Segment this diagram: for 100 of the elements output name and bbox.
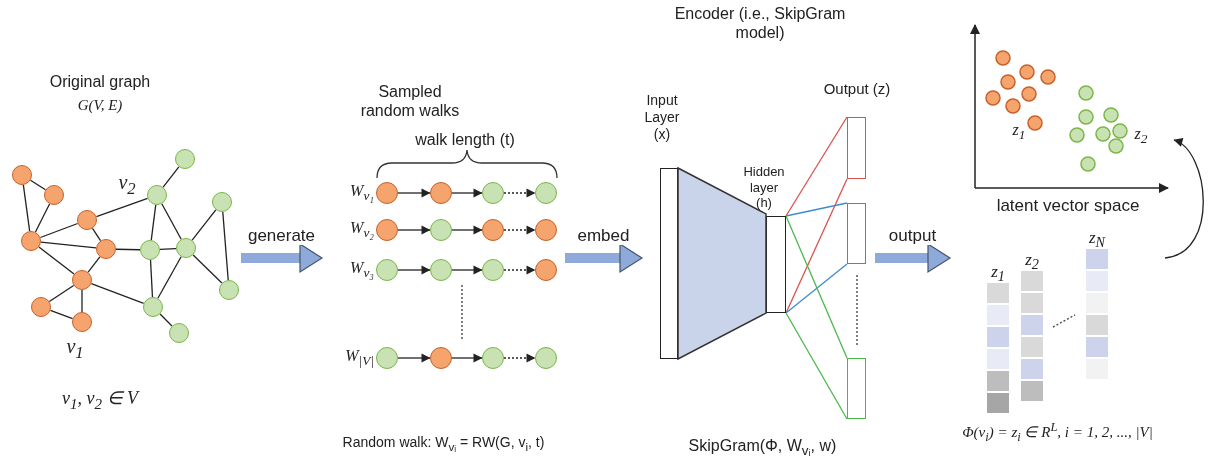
connection-line [785, 263, 848, 314]
connection-line [161, 203, 182, 240]
connection-line [785, 215, 848, 359]
vector-label: z$_{2}$ [1024, 250, 1040, 274]
output-vector [847, 203, 866, 264]
formula: v$_{1}$, v$_{2}$ ∈ V [61, 388, 141, 413]
arrow [451, 188, 483, 198]
graph-node [96, 239, 116, 259]
panel-heading: Sampled random walks [359, 82, 461, 121]
connection-line [48, 284, 75, 303]
graph-node [140, 240, 160, 260]
walk-node [482, 182, 504, 204]
walk-node [430, 347, 452, 369]
arrow [451, 353, 483, 363]
vector-label: z$_{N}$ [1087, 228, 1107, 252]
layer-label: Input Layer (x) [643, 92, 681, 143]
connection-line [157, 256, 182, 299]
connection-line [785, 312, 848, 420]
graph-node [175, 149, 195, 169]
connection-line [22, 184, 31, 232]
row-label: W$_{|V|}$ [344, 346, 374, 370]
output-vector [847, 117, 866, 179]
walk-node [376, 259, 398, 281]
connection-line [785, 202, 848, 217]
graph-node [72, 312, 92, 332]
walk-node [430, 219, 452, 241]
connection-line [40, 241, 97, 249]
connection-line [150, 204, 157, 241]
connection-line [38, 246, 75, 275]
connection-line [222, 211, 229, 281]
walk-node [482, 259, 504, 281]
connection-line [95, 197, 149, 218]
connection-line [191, 209, 217, 241]
graph-node [21, 231, 41, 251]
graph-node [176, 238, 196, 258]
arrow [397, 353, 431, 363]
connection-line [149, 259, 154, 298]
walk-node [376, 347, 398, 369]
connection-line [192, 254, 223, 284]
graph-node [44, 185, 64, 205]
row-label: W$_{v₃}$ [349, 258, 374, 282]
walk-node [535, 347, 557, 369]
walk-node [376, 182, 398, 204]
axis-caption: latent vector space [995, 196, 1141, 217]
graph-node [12, 165, 32, 185]
walk-node [430, 259, 452, 281]
graph-node [212, 192, 232, 212]
connection-line [159, 247, 177, 251]
curved-arrow [1164, 139, 1204, 259]
connection-line [91, 227, 102, 242]
connection-line [785, 116, 848, 217]
formula: Φ(v$_{i}$) = z$_{i}$ ∈ R$^{L}$, i = 1, 2, ..., |V| [961, 420, 1154, 445]
output-vector [847, 358, 866, 419]
graph-node [169, 323, 189, 343]
connection-line [87, 256, 101, 273]
heading-label: Output (z) [822, 80, 892, 98]
arrow [503, 353, 536, 363]
connection-line [90, 282, 145, 305]
walk-node [430, 182, 452, 204]
formula: SkipGram(Φ, W$_{vᵢ}$, w) [687, 436, 838, 460]
panel-heading: Original graph [48, 72, 152, 92]
walk-node [535, 259, 557, 281]
walk-node [535, 219, 557, 241]
cluster-label: z$_{1}$ [1011, 120, 1027, 144]
walk-node [482, 219, 504, 241]
formula: Random walk: W$_{vᵢ}$ = RW(G, v$_{i}$, t) [341, 434, 546, 454]
walk-node [482, 347, 504, 369]
arrow [451, 225, 483, 235]
walk-node [535, 182, 557, 204]
graph-node [219, 280, 239, 300]
row-label: W$_{v₁}$ [349, 181, 374, 205]
arrow [503, 265, 536, 275]
arrow [397, 225, 431, 235]
cluster-label: z$_{2}$ [1133, 124, 1149, 148]
arrow [503, 225, 536, 235]
arrow [503, 188, 536, 198]
block-arrow [565, 243, 643, 273]
connection-line [115, 248, 141, 251]
block-arrow [241, 243, 323, 273]
connection-line [162, 166, 180, 188]
panel-heading: Encoder (i.e., SkipGram model) [673, 4, 847, 43]
arrow [451, 265, 483, 275]
connection-line [785, 178, 848, 314]
connection-line [34, 203, 51, 233]
edge-label: embed [576, 226, 631, 247]
connection-line [29, 179, 47, 191]
graph-node [143, 297, 163, 317]
layer-label: Hidden layer (h) [742, 164, 786, 211]
arrow [397, 188, 431, 198]
walk-node [376, 219, 398, 241]
connection-line [49, 309, 74, 320]
graph-node [72, 270, 92, 290]
vector-label: z$_{1}$ [990, 262, 1006, 286]
connection-line [81, 289, 83, 313]
graph-node [147, 185, 167, 205]
heading-label: walk length (t) [414, 130, 516, 150]
node-label: v$_{1}$ [65, 334, 85, 363]
block-arrow [875, 243, 951, 273]
arrow [397, 265, 431, 275]
row-label: W$_{v₂}$ [349, 218, 374, 242]
